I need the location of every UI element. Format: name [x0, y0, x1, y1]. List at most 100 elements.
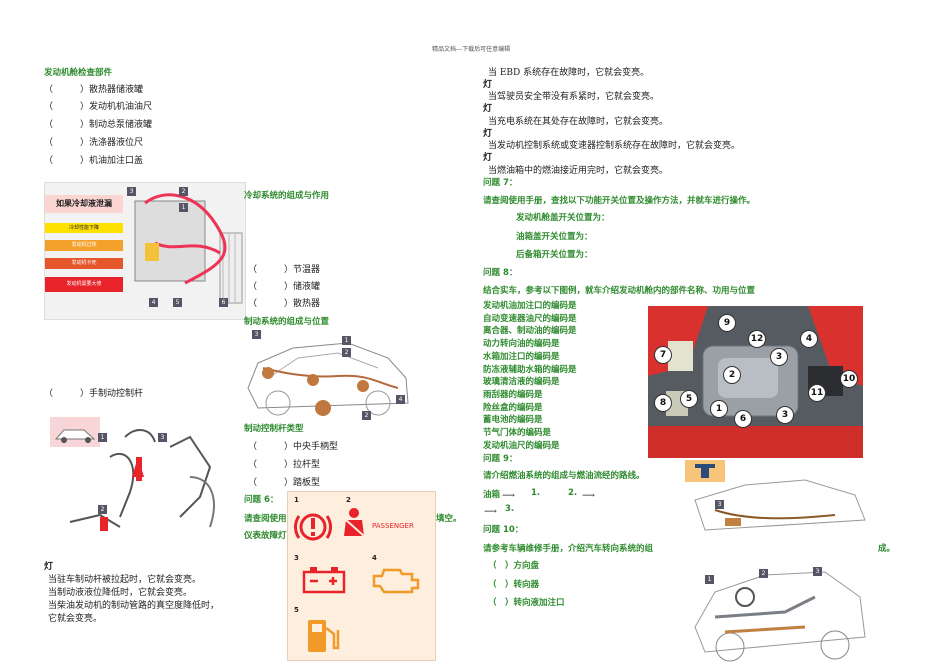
lamp-line: 当充电系统在其处存在故障时，它就会变亮。	[488, 117, 669, 127]
cooling-item: （ ）节温器	[248, 265, 321, 275]
q8-item: 动力转向油的编码是	[483, 339, 560, 350]
q10-label: 问题 10：	[483, 525, 524, 535]
lamp-label: 灯	[44, 562, 54, 572]
lamp-line: 当 EBD 系统存在故障时，它就会变亮。	[488, 68, 650, 78]
checklist-item: （ ）散热器储液罐	[44, 85, 144, 95]
q8-item: 发动机油尺的编码是	[483, 440, 560, 451]
q8-item: 水箱加注口的编码是	[483, 351, 560, 362]
lamp-line: 当驾驶员安全带没有系紧时，它就会变亮。	[488, 92, 660, 102]
lamp-note: 当驻车制动杆被拉起时，它就会变亮。	[48, 575, 202, 585]
steering-item: （ ）方向盘	[488, 561, 540, 571]
lamp-note: 它就会变亮。	[48, 614, 103, 624]
leak-step: 发动机过热	[45, 240, 123, 251]
q8-item: 玻璃清洁液的编码是	[483, 377, 560, 388]
q8-item: 险丝盒的编码是	[483, 402, 543, 413]
q7-text: 请查阅使用手册，查找以下功能开关位置及操作方法，并就车进行操作。	[483, 196, 756, 206]
steering-item: （ ）转向液加注口	[488, 598, 565, 608]
q7-item: 发动机舱盖开关位置为：	[516, 213, 610, 223]
lamp-line: 灯	[483, 153, 493, 163]
lamp-note: 当制动液液位降低时，它就会变亮。	[48, 588, 193, 598]
lamp-note: 当柴油发动机的制动管路的真空度降低时，	[48, 601, 220, 611]
engine-bay-photo: 9 12 4 7 3 2 10 8 5 1 6 3 11	[648, 306, 863, 458]
parking-item: （ ）中央手柄型	[248, 442, 339, 452]
parking-item: （ ）拉杆型	[248, 460, 321, 470]
leak-step: 发动机卡死	[45, 258, 123, 269]
q8-item: 雨刮器的编码是	[483, 389, 543, 400]
q9-label: 问题 9：	[483, 454, 518, 464]
fuel-start: 油箱	[483, 490, 501, 500]
checklist-item: （ ）发动机机油油尺	[44, 102, 153, 112]
arrow-right-icon: ⟶	[484, 507, 497, 517]
engine-callout: 5	[680, 390, 698, 408]
seatbelt-warning-icon	[344, 508, 365, 537]
arrow-right-icon: ⟶	[582, 491, 595, 501]
lamp-line: 灯	[483, 129, 493, 139]
brake-system-figure: 3 1 2 4 2	[238, 328, 413, 420]
q10-text: 请参考车辆维修手册，介绍汽车转向系统的组	[483, 544, 654, 554]
fuel-step: 1.	[531, 488, 541, 498]
brake-warning-icon	[294, 513, 332, 541]
fuel-step: 2.	[568, 488, 578, 498]
q7-item: 油箱盖开关位置为：	[516, 232, 593, 242]
engine-callout: 8	[654, 394, 672, 412]
q8-list: 发动机油加注口的编码是自动变速器油尺的编码是离合器、制动油的编码是动力转向油的编…	[483, 300, 577, 452]
cooling-item: （ ）储液罐	[248, 282, 321, 292]
q8-item: 发动机油加注口的编码是	[483, 301, 577, 311]
arrow-right-icon: ⟶	[502, 491, 515, 501]
q8-item: 自动变速器油尺的编码是	[483, 313, 577, 324]
lamp-line: 灯	[483, 80, 493, 90]
steering-system-figure: 1 2 3	[685, 557, 870, 669]
leak-step: 发动机需要大修	[45, 277, 123, 292]
lamp-line: 当发动机控制系统或变速器控制系统存在故障时，它就会变亮。	[488, 141, 741, 151]
brake-title: 制动系统的组成与位置	[244, 317, 330, 327]
engine-callout: 10	[840, 370, 858, 388]
passenger-label: PASSENGER	[372, 522, 414, 530]
engine-callout: 6	[734, 410, 752, 428]
leak-title: 如果冷却液泄漏	[45, 195, 123, 213]
q8-text: 结合实车，参考以下图例，就车介绍发动机舱内的部件名称、功用与位置	[483, 286, 756, 296]
q7-label: 问题 7：	[483, 178, 518, 188]
leak-step: 冷却性能下降	[45, 223, 123, 233]
lamp-line: 当燃油箱中的燃油接近用完时，它就会变亮。	[488, 166, 669, 176]
q6-tail: 填空。	[436, 514, 462, 524]
left-section-title: 发动机舱检查部件	[44, 68, 113, 78]
steering-item: （ ）转向器	[488, 580, 540, 590]
q6-text: 请查阅使用	[244, 514, 287, 524]
parking-item: （ ）踏板型	[248, 478, 321, 488]
lamp-line: 灯	[483, 104, 493, 114]
check-engine-icon	[372, 568, 420, 594]
cooling-title: 冷却系统的组成与作用	[244, 191, 330, 201]
fuel-warning-icon	[308, 620, 340, 652]
warning-lamps-panel: 1 2 3 4 5 PASSENGER	[287, 491, 436, 661]
header-watermark: 精品文档---下载后可任意编辑	[432, 46, 511, 53]
q8-item: 防冻液辅助水箱的编码是	[483, 364, 577, 375]
engine-callout: 7	[654, 346, 672, 364]
battery-warning-icon	[302, 567, 346, 594]
parking-title: 制动控制杆类型	[244, 424, 304, 434]
engine-callout: 3	[770, 348, 788, 366]
q10-tail: 成。	[878, 544, 896, 554]
engine-callout: 2	[723, 366, 741, 384]
cooling-leak-figure: 如果冷却液泄漏 冷却性能下降 发动机过热 发动机卡死 发动机需要大修 3 2 1…	[44, 182, 246, 320]
fuel-system-figure: 3	[685, 460, 870, 542]
engine-cooling-illustration	[134, 193, 243, 304]
cooling-item: （ ）散热器	[248, 299, 321, 309]
q8-label: 问题 8：	[483, 268, 518, 278]
handbrake-types-figure: 1 3 2	[50, 417, 242, 549]
q8-item: 节气门体的编码是	[483, 428, 552, 439]
engine-callout: 3	[776, 406, 794, 424]
engine-callout: 11	[808, 384, 826, 402]
checklist-item: （ ）洗涤器液位尺	[44, 138, 144, 148]
checklist-item: （ ）制动总泵储液罐	[44, 120, 153, 130]
fuel-pump-icon	[685, 460, 725, 482]
q8-item: 蓄电池的编码是	[483, 415, 543, 426]
engine-callout: 1	[710, 400, 728, 418]
q6-line2: 仪表故障灯	[244, 531, 287, 541]
q8-item: 离合器、制动油的编码是	[483, 326, 577, 337]
engine-callout: 9	[718, 314, 736, 332]
q7-item: 后备箱开关位置为：	[516, 250, 593, 260]
engine-callout: 12	[748, 330, 766, 348]
checklist-item: （ ）机油加注口盖	[44, 156, 144, 166]
q9-text: 请介绍燃油系统的组成与燃油流经的路线。	[483, 471, 645, 481]
fuel-step: 3.	[505, 504, 515, 514]
